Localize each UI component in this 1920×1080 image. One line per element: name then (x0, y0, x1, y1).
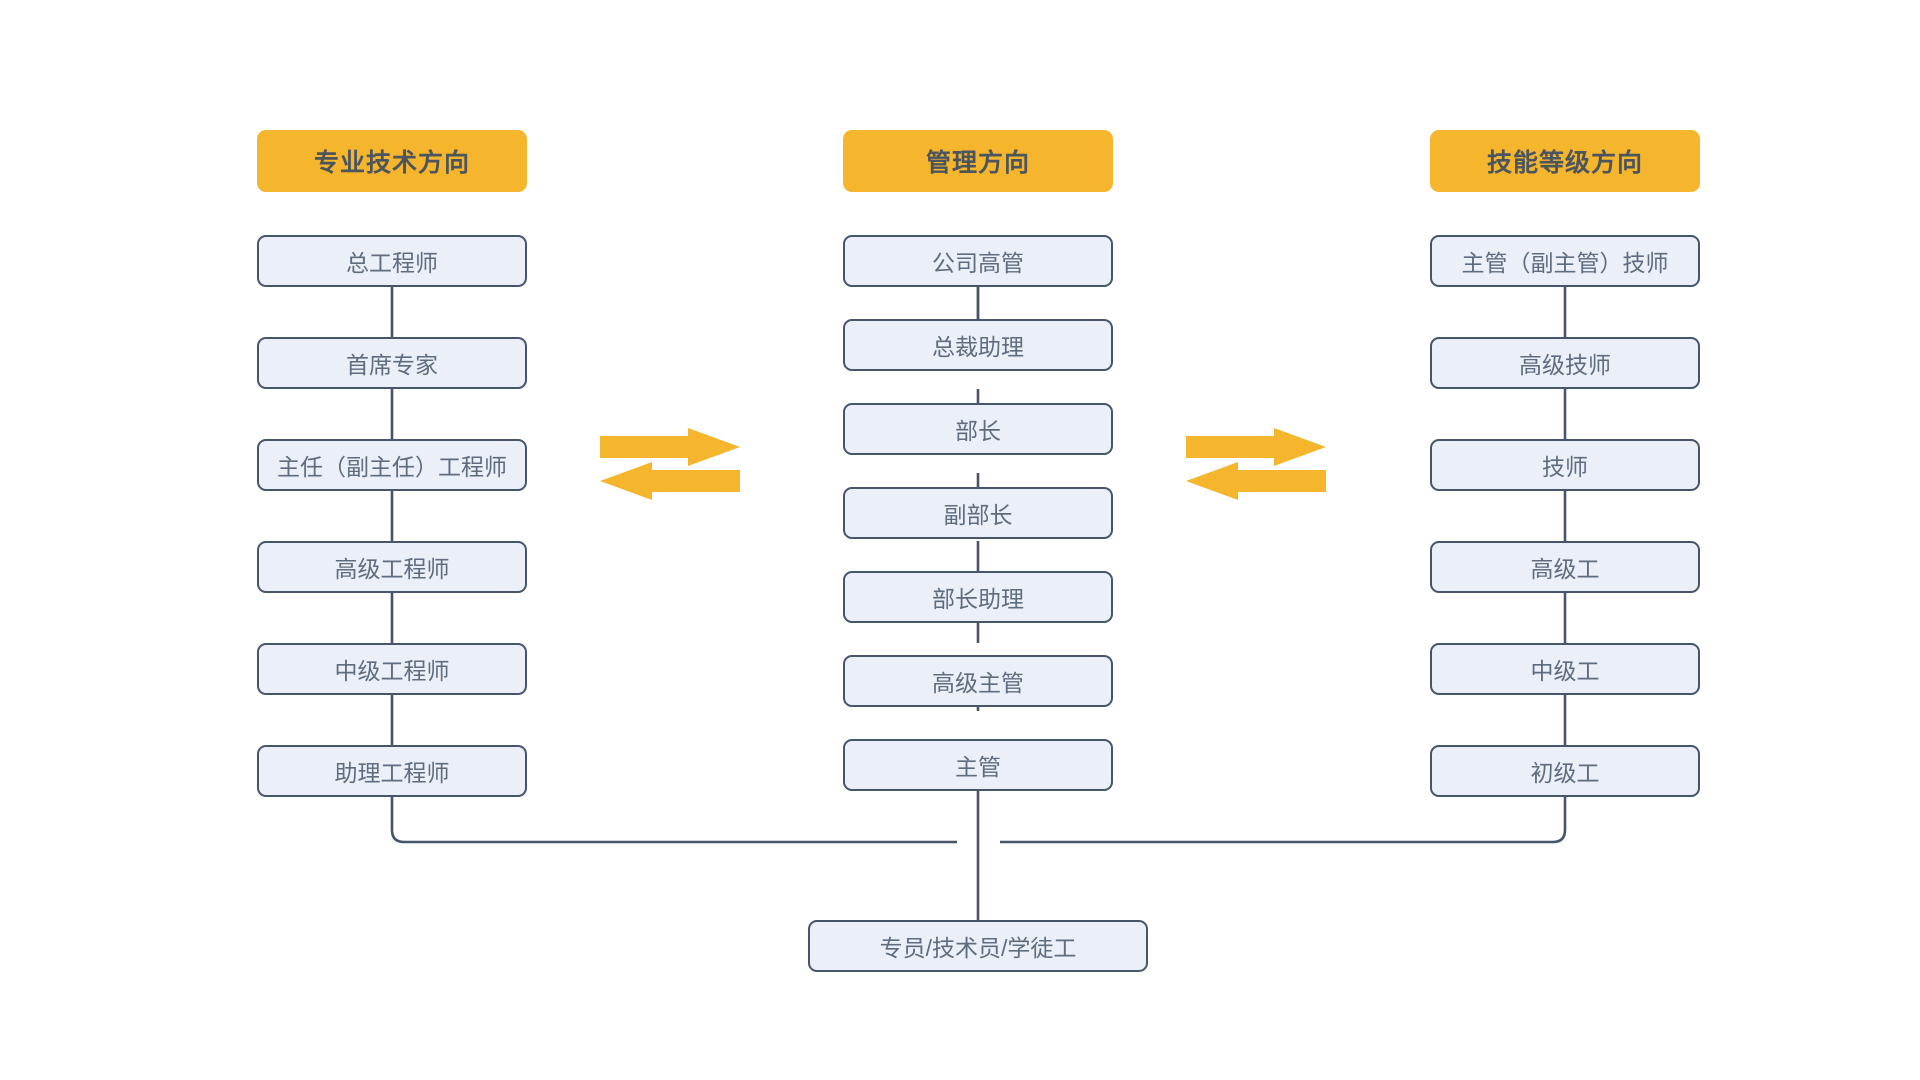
node-management-1[interactable]: 总裁助理 (843, 319, 1113, 371)
node-technical-3[interactable]: 高级工程师 (257, 541, 527, 593)
node-technical-2[interactable]: 主任（副主任）工程师 (257, 439, 527, 491)
column-header-management[interactable]: 管理方向 (843, 130, 1113, 192)
node-skill-4[interactable]: 中级工 (1430, 643, 1700, 695)
column-header-skill[interactable]: 技能等级方向 (1430, 130, 1700, 192)
node-management-2[interactable]: 部长 (843, 403, 1113, 455)
node-skill-1[interactable]: 高级技师 (1430, 337, 1700, 389)
right-exchange-arrow-icon (1186, 428, 1326, 500)
node-technical-4[interactable]: 中级工程师 (257, 643, 527, 695)
node-management-3[interactable]: 副部长 (843, 487, 1113, 539)
node-skill-2[interactable]: 技师 (1430, 439, 1700, 491)
node-technical-5[interactable]: 助理工程师 (257, 745, 527, 797)
node-technical-1[interactable]: 首席专家 (257, 337, 527, 389)
node-skill-0[interactable]: 主管（副主管）技师 (1430, 235, 1700, 287)
node-management-4[interactable]: 部长助理 (843, 571, 1113, 623)
node-management-0[interactable]: 公司高管 (843, 235, 1113, 287)
node-skill-5[interactable]: 初级工 (1430, 745, 1700, 797)
node-technical-0[interactable]: 总工程师 (257, 235, 527, 287)
column-header-technical[interactable]: 专业技术方向 (257, 130, 527, 192)
left-exchange-arrow-icon (600, 428, 740, 500)
node-management-6[interactable]: 主管 (843, 739, 1113, 791)
node-management-5[interactable]: 高级主管 (843, 655, 1113, 707)
node-skill-3[interactable]: 高级工 (1430, 541, 1700, 593)
node-base-entry-level[interactable]: 专员/技术员/学徒工 (808, 920, 1148, 972)
